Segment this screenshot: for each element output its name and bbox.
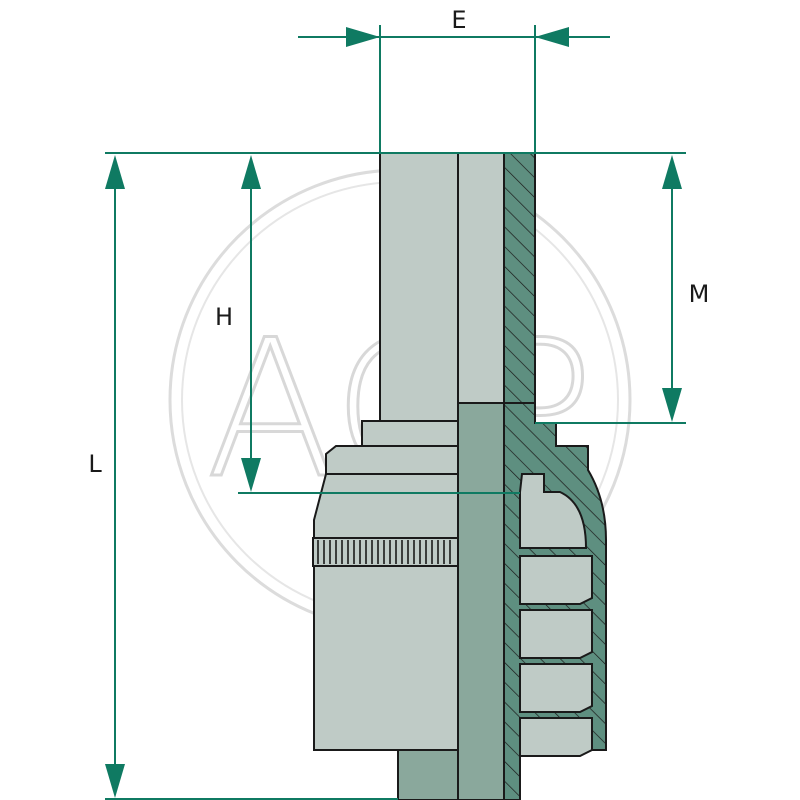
collar [325, 420, 459, 475]
inner-tube [397, 402, 505, 800]
label-e: E [451, 6, 466, 34]
ferrule-outer-face [313, 473, 459, 751]
dimension-l [105, 155, 125, 798]
dimensions [105, 25, 686, 800]
shaft-right-face [457, 152, 505, 404]
collar-top [361, 420, 459, 447]
section-right [503, 402, 607, 800]
label-h: H [215, 303, 233, 331]
ferrule-tooth [519, 717, 593, 757]
shaft-section-hatch [503, 152, 536, 424]
knurl-lines [317, 540, 451, 564]
ferrule-cavity-top [519, 473, 588, 549]
upper-shaft [379, 152, 536, 424]
knurl-band [312, 537, 459, 567]
ferrule-body [312, 473, 459, 751]
ferrule-tooth [519, 663, 593, 713]
hose-stem [397, 749, 459, 800]
ferrule-tooth [519, 555, 593, 605]
collar-step [325, 445, 459, 475]
shaft-left-face [379, 152, 459, 422]
dimension-m [662, 155, 682, 422]
label-l: L [88, 450, 102, 478]
label-m: M [689, 280, 710, 308]
dimension-h [241, 155, 261, 492]
ferrule-teeth [519, 555, 593, 757]
dimension-e [298, 27, 610, 47]
inner-tube-face [457, 402, 505, 800]
ferrule-tooth [519, 609, 593, 659]
